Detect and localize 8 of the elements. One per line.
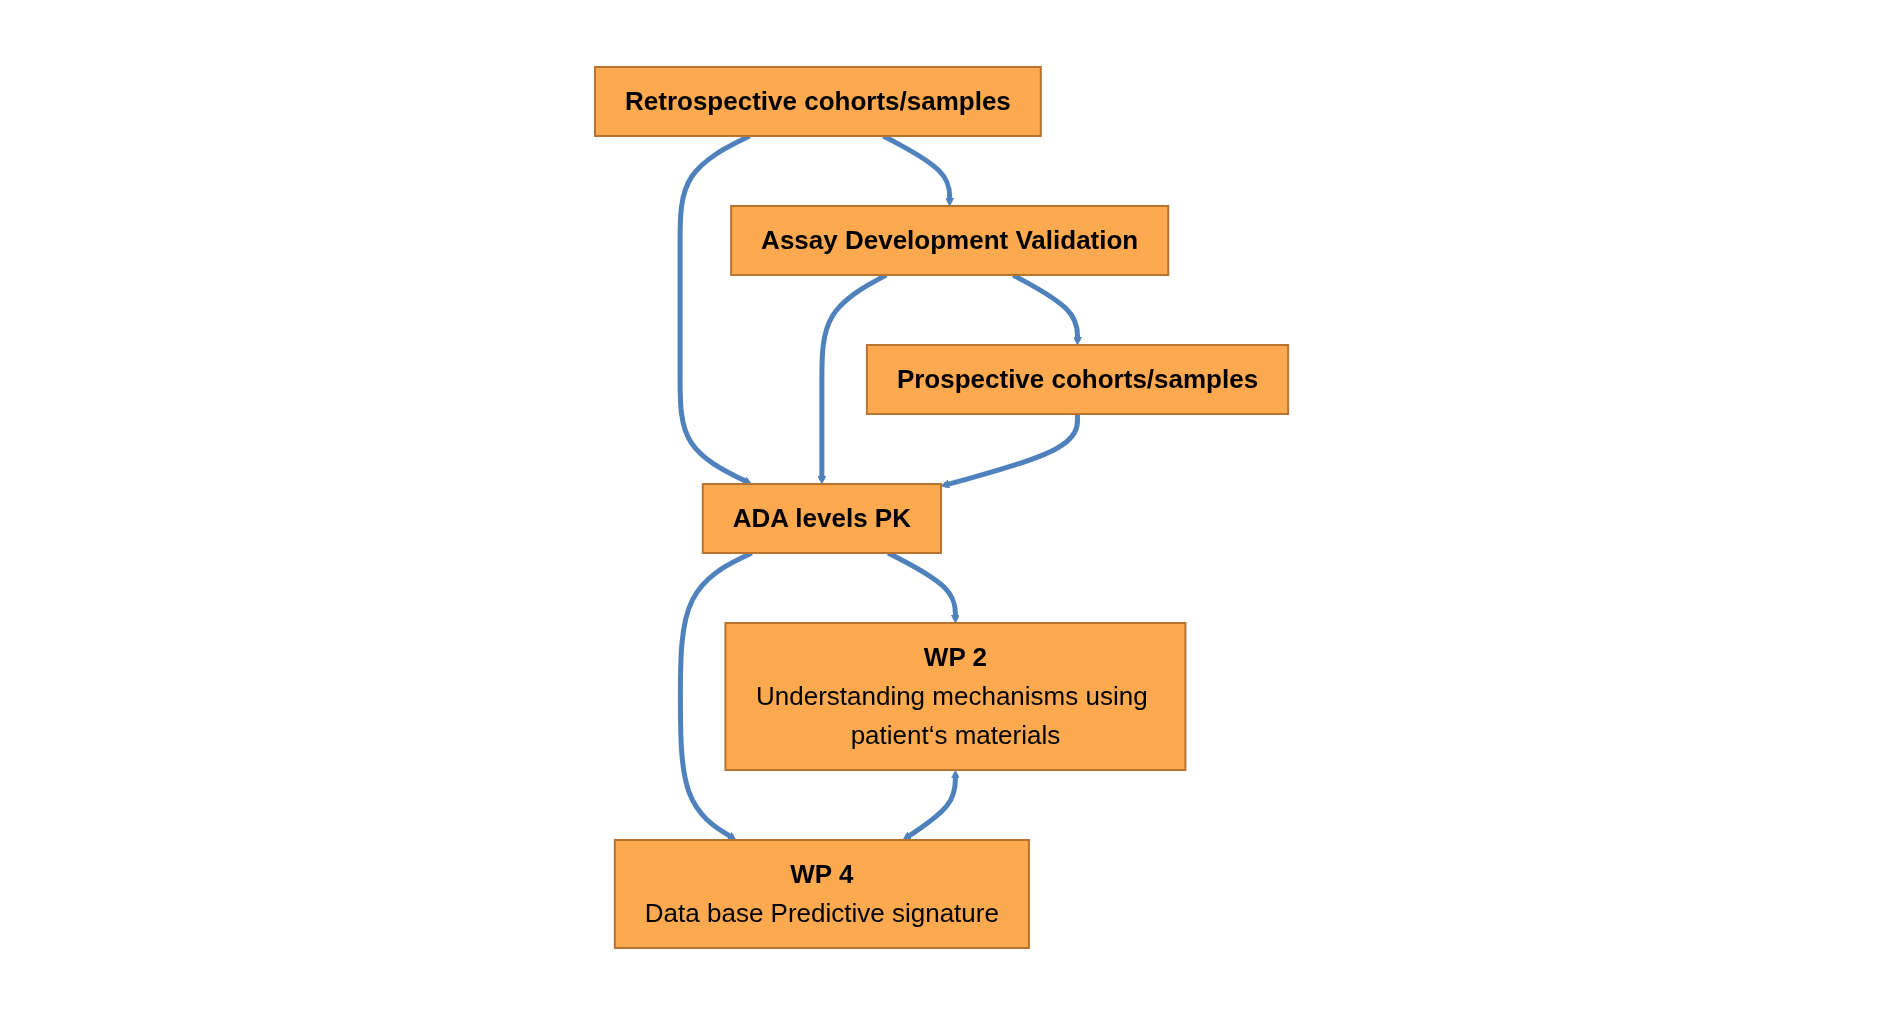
node-box: ADA levels PK bbox=[702, 483, 943, 554]
arrow bbox=[902, 770, 961, 841]
node-box: Retrospective cohorts/samples bbox=[594, 66, 1043, 137]
node-box: WP 4 Data base Predictive signature bbox=[614, 839, 1031, 949]
node-box: Prospective cohorts/samples bbox=[866, 344, 1290, 415]
node-box: Assay Development Validation bbox=[730, 205, 1170, 276]
arrow bbox=[941, 414, 1081, 489]
node-box: WP 2 Understanding mechanisms using patient‘s materials bbox=[724, 622, 1187, 771]
